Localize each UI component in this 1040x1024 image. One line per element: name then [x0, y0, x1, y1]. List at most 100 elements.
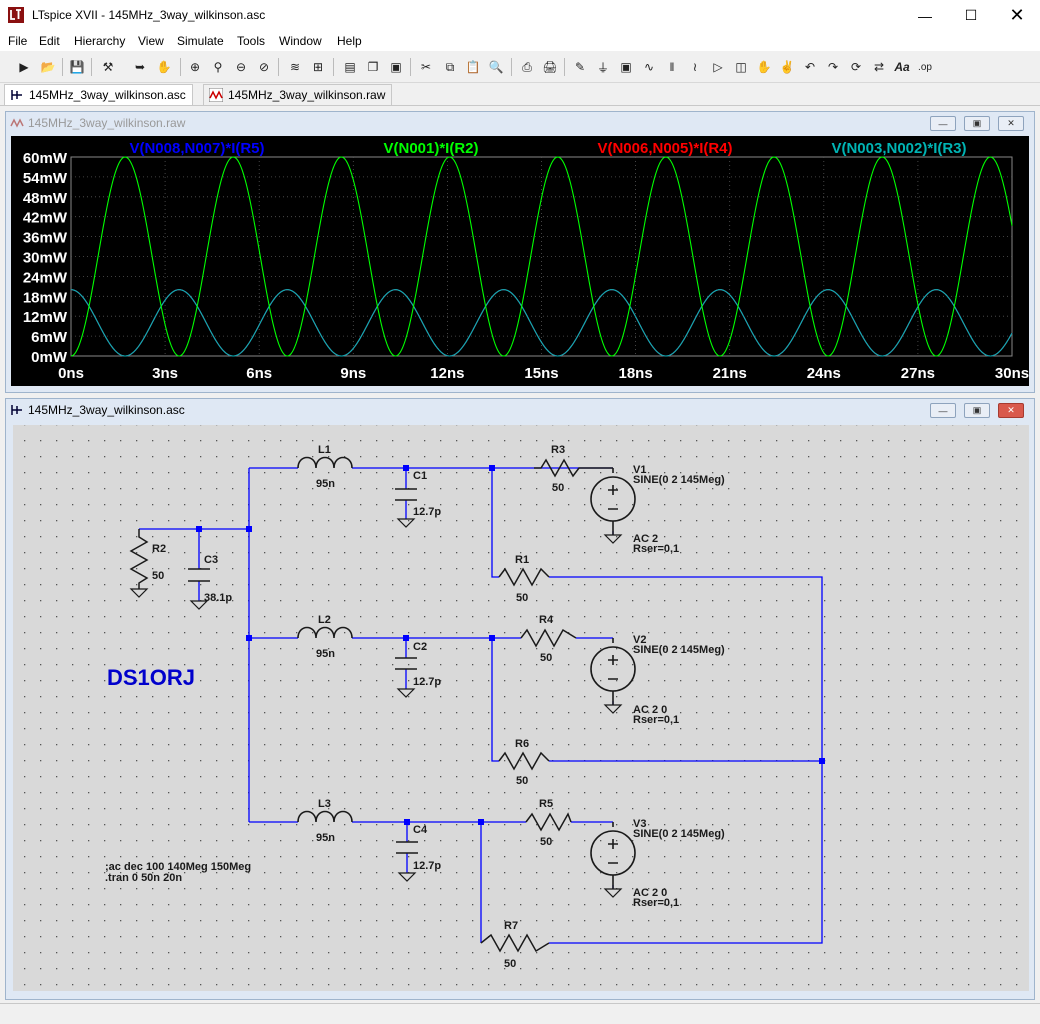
resistor-R6[interactable] — [498, 751, 550, 771]
legend-V(N003,N002)*I(R3)[interactable]: V(N003,N002)*I(R3) — [831, 140, 966, 157]
zoom-cancel-icon[interactable]: ⊘ — [258, 60, 270, 74]
capacitor-C1[interactable] — [395, 488, 417, 501]
schematic-grid — [13, 425, 1029, 991]
ground-icon[interactable]: ⏚ — [596, 60, 609, 75]
menu-file[interactable]: File — [8, 34, 28, 48]
control-panel-icon[interactable]: ⚒ — [102, 60, 114, 74]
title-bar: LTspice XVII - 145MHz_3way_wilkinson.asc… — [0, 0, 1040, 32]
schematic-close-button[interactable]: ✕ — [998, 403, 1024, 418]
resistor-icon[interactable]: ∿ — [643, 60, 655, 74]
callsign-text[interactable]: DS1ORJ — [107, 665, 195, 690]
drag-icon[interactable]: ✌ — [779, 60, 795, 74]
capacitor-C2[interactable] — [395, 657, 417, 670]
voltage-source-V3[interactable] — [590, 822, 636, 889]
label-R2-ref: R2 — [152, 543, 166, 555]
y-tick-label: 24mW — [23, 269, 68, 286]
waveform-window-title: 145MHz_3way_wilkinson.raw — [28, 116, 186, 130]
y-tick-label: 36mW — [23, 230, 68, 247]
minimize-button[interactable]: — — [918, 7, 932, 24]
pan-icon[interactable]: ⚲ — [213, 60, 223, 74]
label-L2-ref: L2 — [318, 614, 331, 626]
label-R4-ref: R4 — [539, 614, 554, 626]
capacitor-C3[interactable] — [188, 568, 210, 582]
waveform-icon — [10, 118, 24, 128]
schematic-restore-button[interactable]: ▣ — [964, 403, 990, 418]
spice-directive-icon[interactable]: .op — [918, 61, 932, 73]
waveform-plot[interactable]: 0mW6mW12mW18mW24mW30mW36mW42mW48mW54mW60… — [11, 136, 1029, 386]
waveform-close-button[interactable]: ✕ — [998, 116, 1024, 131]
resistor-R3[interactable] — [534, 458, 613, 478]
move-icon[interactable]: ✋ — [756, 60, 772, 74]
menu-tools[interactable]: Tools — [237, 34, 266, 48]
resistor-R5[interactable] — [525, 812, 572, 832]
label-V3-rser: Rser=0,1 — [633, 897, 679, 909]
capacitor-icon[interactable]: ‖ — [669, 60, 675, 74]
rotate-icon[interactable]: ⟳ — [850, 60, 862, 74]
copy-icon[interactable]: ⧉ — [445, 59, 455, 74]
close-button[interactable]: ✕ — [1009, 5, 1025, 25]
legend-V(N008,N007)*I(R5)[interactable]: V(N008,N007)*I(R5) — [129, 140, 264, 157]
label-V3-value: SINE(0 2 145Meg) — [633, 828, 725, 840]
spice-directive-tran[interactable]: .tran 0 50n 20n — [105, 872, 182, 884]
label-C1-value: 12.7p — [413, 506, 441, 518]
halt-icon[interactable]: ✋ — [156, 60, 172, 74]
resistor-R4[interactable] — [520, 628, 577, 648]
capacitor-C4[interactable] — [396, 841, 418, 854]
zoom-out-icon[interactable]: ⊖ — [235, 60, 247, 74]
redo-icon[interactable]: ↷ — [827, 60, 839, 74]
label-net-icon[interactable]: ▣ — [620, 60, 632, 74]
legend-V(N006,N005)*I(R4)[interactable]: V(N006,N005)*I(R4) — [597, 140, 732, 157]
label-V2-rser: Rser=0,1 — [633, 714, 679, 726]
cascade-icon[interactable]: ❐ — [367, 60, 379, 74]
run-icon[interactable]: ➥ — [134, 60, 146, 74]
y-tick-label: 54mW — [23, 170, 68, 187]
voltage-source-V2[interactable] — [590, 638, 636, 705]
zoom-in-icon[interactable]: ⊕ — [189, 60, 201, 74]
print-preview-icon[interactable]: ⎙ — [522, 59, 532, 74]
resistor-R2[interactable] — [129, 529, 149, 589]
cut-icon[interactable]: ✂ — [420, 60, 432, 74]
schematic-minimize-button[interactable]: — — [930, 403, 956, 418]
resistor-R1[interactable] — [498, 567, 550, 587]
label-R7-ref: R7 — [504, 920, 518, 932]
text-icon[interactable]: Aa — [894, 60, 910, 74]
label-V2-ac: AC 2 0 — [633, 704, 667, 716]
spice-directive-ac[interactable]: ;ac dec 100 140Meg 150Meg — [105, 861, 251, 873]
undo-icon[interactable]: ↶ — [804, 60, 816, 74]
new-schematic-icon[interactable]: ▶ — [19, 60, 29, 74]
mirror-icon[interactable]: ⇄ — [873, 60, 885, 74]
trace-V(N001)*I(R2)[interactable] — [70, 156, 1013, 357]
resistor-R7[interactable] — [480, 933, 550, 953]
save-icon[interactable]: 💾 — [69, 60, 85, 74]
schematic-canvas[interactable]: L1 95n L2 95n L3 95n C1 12.7p C2 12.7p C… — [13, 425, 1029, 991]
waveform-minimize-button[interactable]: — — [930, 116, 956, 131]
draw-wire-icon[interactable]: ✎ — [574, 60, 586, 74]
menu-view[interactable]: View — [138, 34, 164, 48]
y-tick-label: 42mW — [23, 210, 68, 227]
menu-simulate[interactable]: Simulate — [177, 34, 224, 48]
open-icon[interactable]: 📂 — [40, 60, 56, 74]
trace-V(N003,N002)*I(R3)[interactable] — [70, 289, 1013, 357]
menu-edit[interactable]: Edit — [39, 34, 60, 48]
legend-V(N001)*I(R2)[interactable]: V(N001)*I(R2) — [383, 140, 478, 157]
waveform-restore-button[interactable]: ▣ — [964, 116, 990, 131]
voltage-source-V1[interactable] — [590, 468, 636, 535]
menu-help[interactable]: Help — [337, 34, 362, 48]
autorange-icon[interactable]: ≋ — [289, 60, 301, 74]
label-C3-value: 38.1p — [204, 592, 232, 604]
x-tick-label: 12ns — [430, 365, 464, 382]
menu-window[interactable]: Window — [279, 34, 322, 48]
maximize-button[interactable]: ☐ — [964, 7, 978, 23]
manual-limits-icon[interactable]: ⊞ — [312, 60, 324, 74]
component-icon[interactable]: ◫ — [735, 60, 747, 74]
tab-schematic[interactable]: 145MHz_3way_wilkinson.asc — [4, 84, 193, 105]
paste-icon[interactable]: 📋 — [465, 60, 481, 74]
find-icon[interactable]: 🔍 — [488, 60, 504, 74]
tab-waveform[interactable]: 145MHz_3way_wilkinson.raw — [203, 84, 393, 105]
diode-icon[interactable]: ▷ — [713, 60, 723, 74]
menu-hierarchy[interactable]: Hierarchy — [74, 34, 126, 48]
inductor-icon[interactable]: ≀ — [692, 60, 698, 74]
tile-icon[interactable]: ▤ — [344, 60, 356, 74]
print-icon[interactable]: 🖨 — [542, 60, 558, 74]
close-all-icon[interactable]: ▣ — [390, 60, 402, 74]
